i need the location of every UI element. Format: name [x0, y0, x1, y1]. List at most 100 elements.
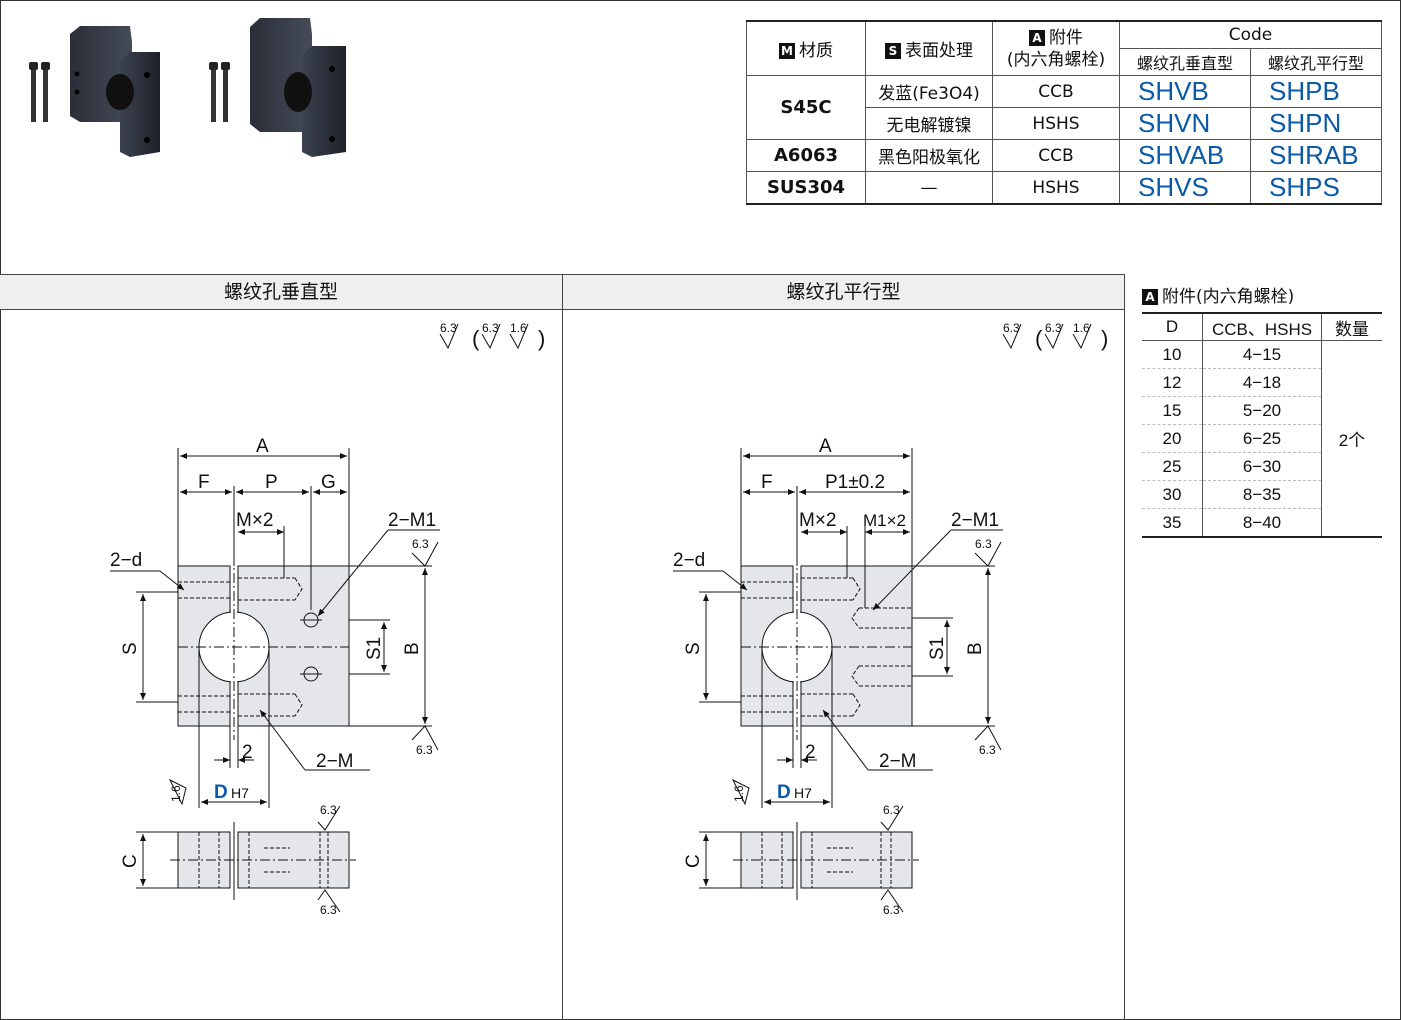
- svg-text:1.6: 1.6: [169, 785, 183, 802]
- block-front-view: [177, 555, 350, 740]
- surface-cell: —: [865, 171, 993, 205]
- header-code: Code: [1119, 20, 1382, 49]
- accessory-header: 数量: [1321, 312, 1382, 341]
- header-code-parallel: 螺纹孔平行型: [1250, 48, 1382, 76]
- svg-text:6.3: 6.3: [416, 743, 433, 757]
- dim-S1: S1: [927, 637, 948, 660]
- material-cell: SUS304: [746, 171, 866, 205]
- roughness-symbol: 6.3 ( 6.3 1.6 ): [1002, 321, 1108, 351]
- dim-d: 2−d: [110, 550, 142, 571]
- svg-text:6.3: 6.3: [883, 803, 900, 817]
- svg-text:1.6: 1.6: [732, 785, 746, 802]
- code-vertical-link[interactable]: SHVB: [1119, 75, 1251, 108]
- dim-M1: 2−M1: [951, 510, 999, 531]
- product-photo: [29, 18, 346, 157]
- material-badge-icon: M: [779, 43, 795, 59]
- dim-B: B: [965, 642, 986, 655]
- dim-A: A: [256, 436, 269, 457]
- accessory-header: D: [1142, 312, 1203, 341]
- section-divider: [1124, 274, 1125, 1020]
- drawing-vertical: 6.3 ( 6.3 1.6 ): [110, 321, 545, 917]
- accessory-cell: HSHS: [992, 107, 1120, 140]
- svg-text:6.3: 6.3: [412, 537, 429, 551]
- svg-text:6.3: 6.3: [320, 903, 337, 917]
- svg-text:6.3: 6.3: [1045, 321, 1062, 335]
- dim-G: G: [321, 472, 336, 493]
- dim-D: D: [214, 782, 228, 803]
- quantity-cell: 2个: [1321, 340, 1382, 538]
- spec-row: S45C 发蓝(Fe3O4) CCB SHVB SHPB: [746, 75, 1382, 140]
- dim-MX2: M×2: [236, 510, 274, 531]
- dim-S1: S1: [364, 637, 385, 660]
- code-parallel-link[interactable]: SHRAB: [1250, 139, 1382, 172]
- svg-text:(: (: [472, 326, 480, 351]
- code-vertical-link[interactable]: SHVN: [1119, 107, 1251, 140]
- product-photo-parallel: [209, 18, 346, 157]
- block-side-view: [733, 822, 919, 900]
- dim-C: C: [120, 854, 141, 868]
- block-side-view: [170, 822, 356, 900]
- dim-M1: 2−M1: [388, 510, 436, 531]
- code-vertical-link[interactable]: SHVAB: [1119, 139, 1251, 172]
- svg-text:6.3: 6.3: [883, 903, 900, 917]
- section-title-vertical: 螺纹孔垂直型: [0, 274, 562, 310]
- header-code-vertical: 螺纹孔垂直型: [1119, 48, 1251, 76]
- dim-d: 2−d: [673, 550, 705, 571]
- accessory-cell: HSHS: [992, 171, 1120, 205]
- svg-text:6.3: 6.3: [320, 803, 337, 817]
- surface-cell: 无电解镀镍: [865, 107, 993, 140]
- dim-D: D: [777, 782, 791, 803]
- surface-badge-icon: S: [885, 43, 901, 59]
- dim-F: F: [198, 472, 210, 493]
- dim-M: 2−M: [879, 751, 917, 772]
- dim-H7: H7: [794, 785, 812, 801]
- code-parallel-link[interactable]: SHPS: [1250, 171, 1382, 205]
- svg-text:6.3: 6.3: [979, 743, 996, 757]
- drawing-parallel: 6.3 ( 6.3 1.6 ): [673, 321, 1108, 917]
- accessory-cell: CCB: [992, 75, 1120, 108]
- accessory-header: CCB、HSHS: [1202, 312, 1322, 341]
- svg-text:6.3: 6.3: [1003, 321, 1020, 335]
- code-vertical-link[interactable]: SHVS: [1119, 171, 1251, 205]
- dim-M1X2: M1×2: [863, 511, 906, 530]
- spec-row: SUS304 — HSHS SHVS SHPS: [746, 171, 1382, 205]
- roughness-symbol: 6.3 ( 6.3 1.6 ): [439, 321, 545, 351]
- code-parallel-link[interactable]: SHPB: [1250, 75, 1382, 108]
- accessory-badge-icon: A: [1142, 289, 1158, 305]
- dim-S: S: [683, 642, 704, 655]
- material-cell: A6063: [746, 139, 866, 172]
- section-title-parallel: 螺纹孔平行型: [563, 274, 1124, 310]
- dim-MX2: M×2: [799, 510, 837, 531]
- svg-text:1.6: 1.6: [1073, 321, 1090, 335]
- code-parallel-link[interactable]: SHPN: [1250, 107, 1382, 140]
- dim-P1: P1±0.2: [825, 472, 885, 493]
- svg-text:1.6: 1.6: [510, 321, 527, 335]
- dim-B: B: [402, 642, 423, 655]
- dim-2: 2: [805, 742, 816, 763]
- dim-2: 2: [242, 742, 253, 763]
- spec-row: 无电解镀镍 HSHS SHVN SHPN: [747, 107, 1382, 140]
- svg-text:): ): [538, 326, 545, 351]
- surface-cell: 发蓝(Fe3O4): [865, 75, 993, 108]
- dim-S: S: [120, 642, 141, 655]
- block-front-view: [740, 555, 913, 740]
- dim-H7: H7: [231, 785, 249, 801]
- dim-C: C: [683, 854, 704, 868]
- material-cell: S45C: [746, 75, 866, 140]
- spec-row: A6063 黑色阳极氧化 CCB SHVAB SHRAB: [746, 139, 1382, 172]
- dim-M: 2−M: [316, 751, 354, 772]
- svg-text:6.3: 6.3: [440, 321, 457, 335]
- svg-text:(: (: [1035, 326, 1043, 351]
